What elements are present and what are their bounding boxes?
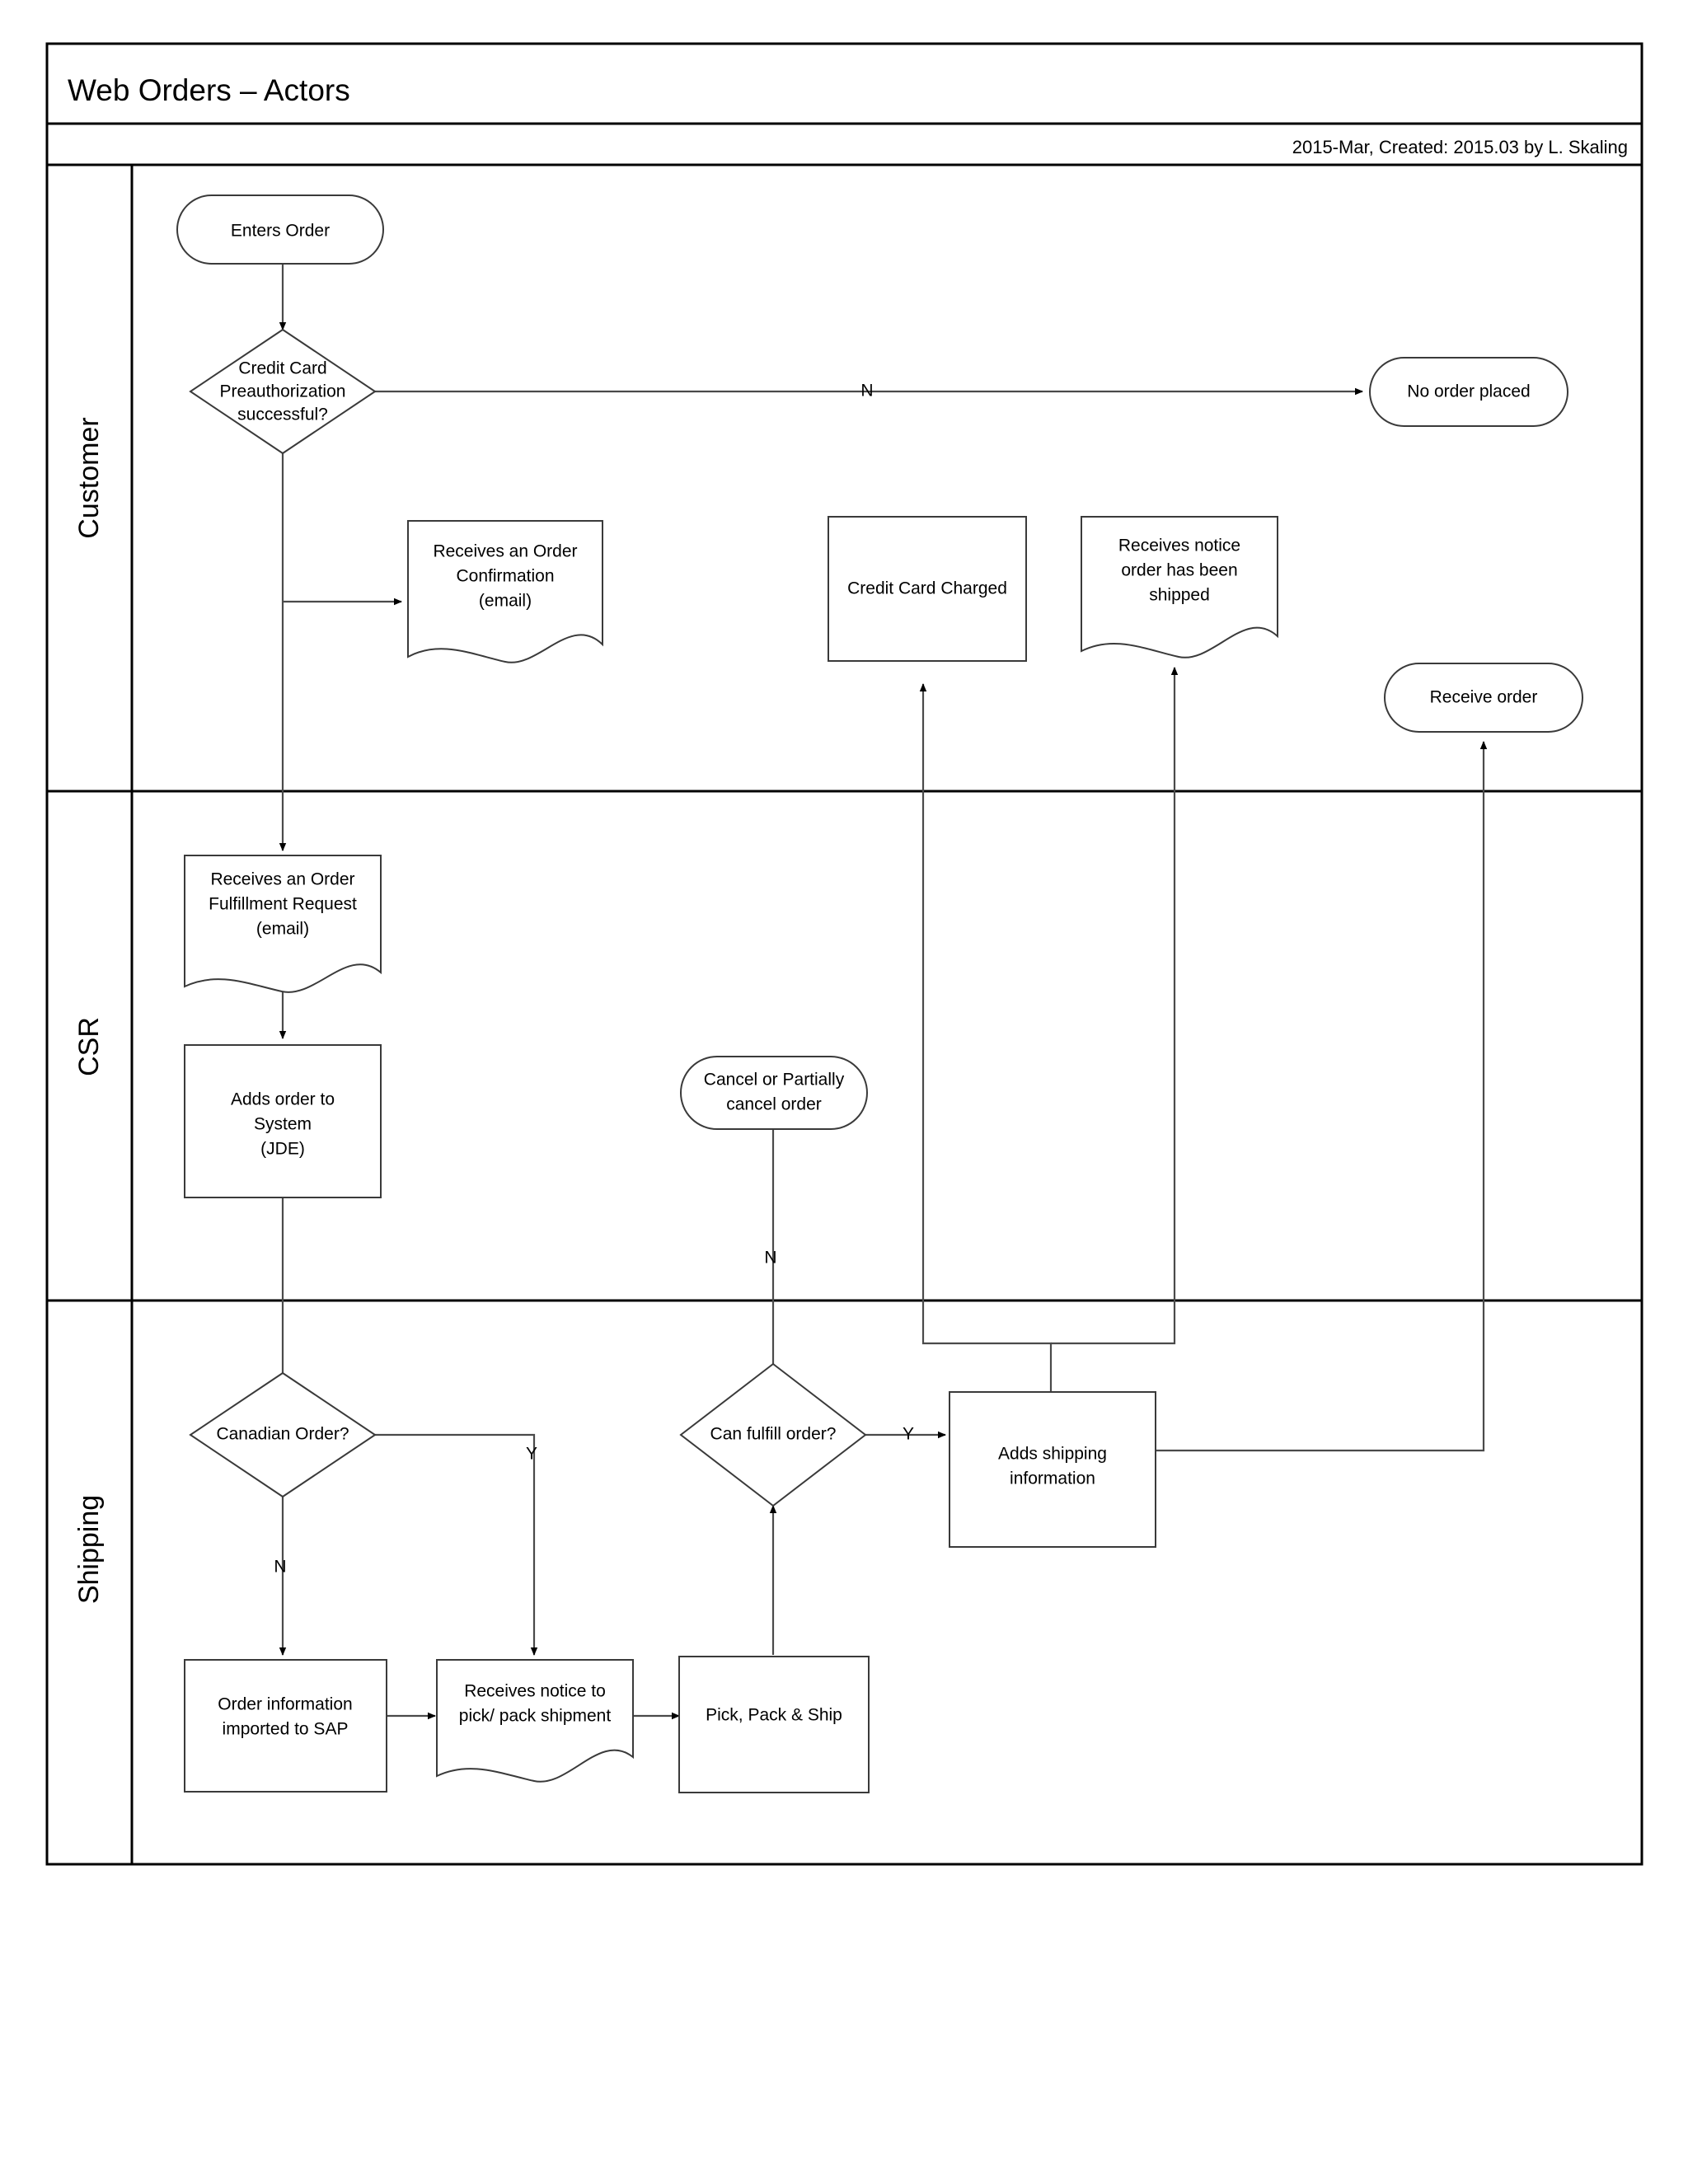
edge-label-preauth-no: N <box>860 382 873 401</box>
node-receive-order[interactable]: Receive order <box>1384 663 1583 733</box>
node-label-line2: order has been <box>1121 561 1237 580</box>
node-pick-pack-ship[interactable]: Pick, Pack & Ship <box>678 1656 870 1793</box>
flow-connectors <box>279 264 1488 1720</box>
node-label: Enters Order <box>231 222 330 241</box>
page-title: Web Orders – Actors <box>68 73 350 107</box>
node-label-line1: Receives notice to <box>464 1682 606 1701</box>
node-enters-order[interactable]: Enters Order <box>176 194 384 265</box>
node-label-line2: cancel order <box>726 1095 822 1114</box>
node-label-line1: Receives an Order <box>433 542 577 561</box>
node-label-line2: information <box>1010 1469 1095 1488</box>
node-label-line1: Credit Card <box>238 359 326 378</box>
node-label: Canadian Order? <box>216 1425 349 1444</box>
node-label: Credit Card Charged <box>847 579 1007 598</box>
node-shipped-notice[interactable]: Receives notice order has been shipped <box>1081 516 1278 658</box>
node-pick-pack-notice[interactable]: Receives notice to pick/ pack shipment <box>436 1659 634 1783</box>
node-adds-order-to-system[interactable]: Adds order to System (JDE) <box>184 1044 382 1198</box>
node-label-line2: pick/ pack shipment <box>459 1707 612 1726</box>
node-credit-card-preauthorization[interactable]: Credit Card Preauthorization successful? <box>189 328 377 455</box>
sidebar-item-shipping[interactable]: Shipping <box>73 1495 105 1604</box>
node-label-line1: Receives an Order <box>210 870 354 889</box>
swimlane-dividers <box>47 165 1642 1864</box>
diagram-frame <box>45 42 1643 1866</box>
node-canadian-order[interactable]: Canadian Order? <box>189 1371 377 1498</box>
node-order-confirmation[interactable]: Receives an Order Confirmation (email) <box>407 520 603 663</box>
node-label-line3: (email) <box>256 920 309 939</box>
node-label-line1: Order information <box>218 1695 352 1714</box>
lane-label-csr: CSR <box>73 1017 105 1076</box>
edge-labels: N N N Y Y <box>274 382 914 1577</box>
page-subtitle: 2015-Mar, Created: 2015.03 by L. Skaling <box>1292 137 1628 157</box>
node-label: No order placed <box>1407 382 1530 401</box>
node-label: Can fulfill order? <box>710 1425 837 1444</box>
node-label-line1: Adds shipping <box>998 1445 1107 1464</box>
node-label-line3: successful? <box>237 405 328 424</box>
node-label-line1: Adds order to <box>231 1090 335 1109</box>
edge-label-cancel-no: N <box>764 1249 776 1268</box>
sidebar-item-customer[interactable]: Customer <box>73 417 105 538</box>
node-label-line3: shipped <box>1149 586 1210 605</box>
lane-label-shipping: Shipping <box>73 1495 105 1604</box>
node-cancel-order[interactable]: Cancel or Partially cancel order <box>680 1056 868 1130</box>
node-label-line2: imported to SAP <box>223 1720 349 1739</box>
edge-label-canadian-no: N <box>274 1558 286 1577</box>
node-label-line1: Receives notice <box>1118 537 1240 555</box>
node-can-fulfill-order[interactable]: Can fulfill order? <box>679 1362 867 1507</box>
node-order-to-sap[interactable]: Order information imported to SAP <box>184 1659 387 1793</box>
node-label-line2: Fulfillment Request <box>209 895 357 914</box>
node-credit-card-charged[interactable]: Credit Card Charged <box>828 516 1027 662</box>
node-label-line2: System <box>254 1115 312 1134</box>
node-fulfillment-request[interactable]: Receives an Order Fulfillment Request (e… <box>184 855 382 993</box>
edge-label-canadian-yes: Y <box>526 1445 537 1464</box>
node-no-order-placed[interactable]: No order placed <box>1369 357 1568 427</box>
node-label: Pick, Pack & Ship <box>706 1706 842 1725</box>
edge-label-fulfill-yes: Y <box>903 1425 914 1444</box>
node-label-line3: (JDE) <box>260 1140 305 1159</box>
node-label-line2: Confirmation <box>456 567 554 586</box>
node-adds-shipping-information[interactable]: Adds shipping information <box>949 1391 1156 1548</box>
node-label-line1: Cancel or Partially <box>704 1071 845 1090</box>
node-label: Receive order <box>1430 688 1538 707</box>
node-label-line3: (email) <box>479 592 532 611</box>
sidebar-item-csr[interactable]: CSR <box>73 1017 105 1076</box>
lane-label-customer: Customer <box>73 417 105 538</box>
node-label-line2: Preauthorization <box>220 382 346 401</box>
